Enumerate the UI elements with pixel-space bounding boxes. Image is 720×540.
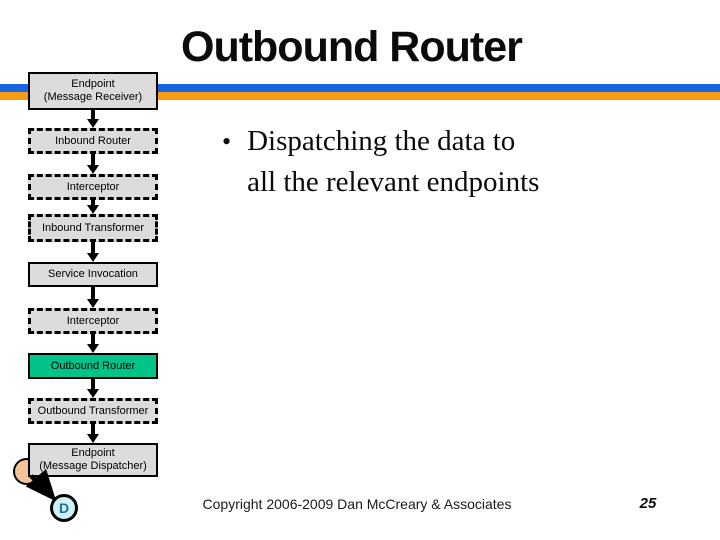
down-arrow-icon <box>91 334 95 344</box>
adapter-to-dispatcher-arrow-icon <box>25 468 57 502</box>
footer-copyright: Copyright 2006-2009 Dan McCreary & Assoc… <box>202 496 512 512</box>
bullet-text: Dispatching the data to all the relevant… <box>247 125 540 198</box>
bullet-icon: • <box>222 127 232 156</box>
node-label: Endpoint <box>71 447 115 459</box>
dispatcher-circle-letter: D <box>58 500 70 516</box>
flow-node-endpoint-dispatcher: Endpoint (Message Dispatcher) <box>28 443 158 477</box>
node-label: Outbound Router <box>50 359 136 372</box>
flow-node-endpoint-receiver: Endpoint (Message Receiver) <box>28 72 158 110</box>
node-label: Interceptor <box>66 314 120 327</box>
flow-node-inbound-router: Inbound Router <box>28 128 158 154</box>
down-arrow-icon <box>91 242 95 253</box>
down-arrow-icon <box>91 200 95 205</box>
node-sublabel: (Message Dispatcher) <box>39 460 147 472</box>
header-stripe-blue <box>0 84 720 92</box>
node-label: Inbound Transformer <box>41 221 145 234</box>
flow-node-inbound-transformer: Inbound Transformer <box>28 214 158 242</box>
slide-title: Outbound Router <box>181 23 523 71</box>
down-arrow-icon <box>91 110 95 119</box>
node-label: Endpoint <box>71 78 115 90</box>
down-arrow-icon <box>91 379 95 389</box>
down-arrow-icon <box>91 424 95 434</box>
node-sublabel: (Message Receiver) <box>43 91 143 103</box>
node-label: Outbound Transformer <box>37 404 149 417</box>
down-arrow-icon <box>91 154 95 165</box>
node-label: Interceptor <box>66 180 120 193</box>
down-arrow-icon <box>91 287 95 299</box>
node-label: Inbound Router <box>55 134 131 147</box>
bullet-item: • Dispatching the data to all the releva… <box>222 121 542 203</box>
page-number: 25 <box>639 495 657 512</box>
flow-node-interceptor-1: Interceptor <box>28 174 158 200</box>
flow-node-outbound-transformer: Outbound Transformer <box>28 398 158 424</box>
flow-node-interceptor-2: Interceptor <box>28 308 158 334</box>
flow-node-service-invocation: Service Invocation <box>28 262 158 287</box>
node-label: Service Invocation <box>48 268 138 280</box>
dispatcher-circle: D <box>50 494 78 522</box>
header-stripe-orange <box>0 92 720 100</box>
flow-node-outbound-router: Outbound Router <box>28 353 158 379</box>
